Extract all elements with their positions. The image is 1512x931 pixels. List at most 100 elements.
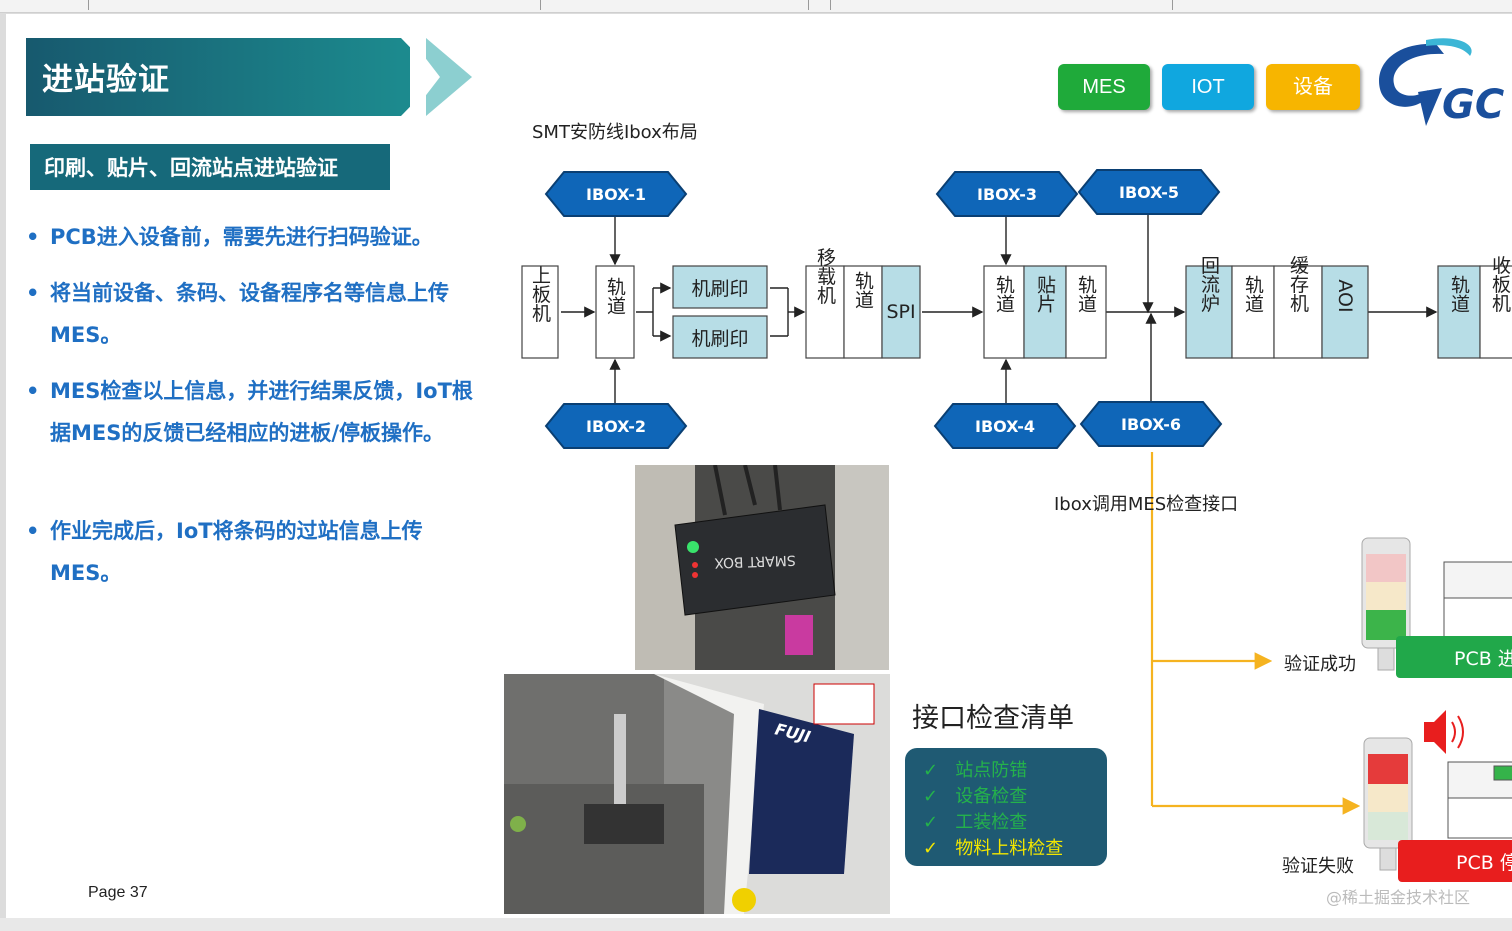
window-bottom-bar bbox=[0, 918, 1512, 931]
conveyor-fail bbox=[1447, 761, 1512, 839]
reflow-box bbox=[1185, 265, 1233, 359]
bullet-dot: • bbox=[26, 379, 40, 403]
track-box-6 bbox=[1437, 265, 1481, 359]
spi-label: SPI bbox=[886, 301, 915, 323]
buffer-label: 缓存机 bbox=[1287, 255, 1309, 312]
ibox-2-label: IBOX-2 bbox=[586, 417, 646, 436]
signal-tower-fail bbox=[1363, 737, 1413, 871]
ibox-2-hexagon bbox=[544, 403, 688, 449]
badge-mes-label: MES bbox=[1082, 76, 1126, 98]
checklist-item-3: ✓ 工装检查 bbox=[923, 808, 1027, 834]
placement-label: 贴片 bbox=[1034, 275, 1056, 313]
spi-box bbox=[881, 265, 921, 359]
diagram-caption: SMT安防线Ibox布局 bbox=[532, 122, 698, 143]
ibox-1-hexagon bbox=[544, 171, 688, 217]
track-box-1 bbox=[595, 265, 635, 359]
conveyor-success bbox=[1443, 561, 1512, 639]
bullet-dot: • bbox=[26, 519, 40, 543]
aoi-label: AOI bbox=[1334, 279, 1356, 312]
bullet-text: 将当前设备、条码、设备程序名等信息上传MES。 bbox=[50, 281, 449, 347]
ibox-5-hexagon bbox=[1077, 169, 1221, 215]
check-icon: ✓ bbox=[923, 838, 939, 859]
loader-label: 上板机 bbox=[529, 265, 551, 322]
checklist-item-label: 物料上料检查 bbox=[955, 838, 1064, 859]
track-label-2: 轨道 bbox=[852, 271, 874, 309]
checklist-item-1: ✓ 站点防错 bbox=[923, 756, 1027, 782]
line-layout-diagram: 上板机 轨道 机刷印 机刷印 移载机 轨道 SPI 轨道 贴片 轨道 回流炉 轨… bbox=[521, 169, 1512, 882]
title-chevron-gap bbox=[410, 38, 440, 116]
checklist-item-2: ✓ 设备检查 bbox=[923, 782, 1027, 808]
check-icon: ✓ bbox=[923, 760, 939, 781]
unloader-box bbox=[1479, 265, 1512, 359]
checklist-item-label: 工装检查 bbox=[955, 812, 1028, 833]
smartbox-label: SMART BOX bbox=[714, 552, 796, 571]
bullet-text: PCB进入设备前，需要先进行扫码验证。 bbox=[50, 225, 433, 249]
page-number: Page 37 bbox=[88, 884, 148, 901]
bullet-text: MES检查以上信息，并进行结果反馈，IoT根据MES的反馈已经相应的进板/停板操… bbox=[50, 379, 473, 445]
fail-label: 验证失败 bbox=[1282, 856, 1354, 877]
track-label-4: 轨道 bbox=[1075, 275, 1097, 313]
buffer-box bbox=[1273, 265, 1323, 359]
checklist-panel: ✓ 站点防错 ✓ 设备检查 ✓ 工装检查 ✓ 物料上料检查 bbox=[905, 748, 1107, 866]
transfer-label: 移载机 bbox=[814, 247, 836, 304]
printer-box-2 bbox=[672, 315, 768, 359]
ibox-3-hexagon bbox=[935, 171, 1079, 217]
check-icon: ✓ bbox=[923, 812, 939, 833]
track-box-3 bbox=[983, 265, 1025, 359]
badge-device: 设备 bbox=[1266, 64, 1360, 110]
watermark-text: @稀土掘金技术社区 bbox=[1326, 888, 1471, 907]
bullet-dot: • bbox=[26, 281, 40, 305]
interface-caption: Ibox调用MES检查接口 bbox=[1054, 494, 1239, 515]
ibox-4-label: IBOX-4 bbox=[975, 417, 1035, 436]
ibox-1-label: IBOX-1 bbox=[586, 185, 646, 204]
badge-iot: IOT bbox=[1162, 64, 1254, 110]
loader-box bbox=[521, 265, 559, 359]
badge-device-label: 设备 bbox=[1293, 76, 1333, 98]
aoi-box bbox=[1321, 265, 1369, 359]
checklist-item-label: 设备检查 bbox=[955, 786, 1028, 807]
unloader-label: 收板机 bbox=[1489, 255, 1511, 312]
badge-iot-label: IOT bbox=[1191, 76, 1225, 98]
bullet-dot: • bbox=[26, 225, 40, 249]
speaker-icon bbox=[1424, 710, 1464, 754]
subtitle: 印刷、贴片、回流站点进站验证 bbox=[44, 156, 338, 180]
checklist-title: 接口检查清单 bbox=[912, 703, 1074, 734]
printer-label-2: 机刷印 bbox=[691, 328, 748, 350]
printer-box-1 bbox=[672, 265, 768, 309]
smartbox-photo: SMART BOX bbox=[635, 465, 889, 670]
track-box-5 bbox=[1231, 265, 1275, 359]
track-label-6: 轨道 bbox=[1448, 275, 1470, 313]
track-label-3: 轨道 bbox=[993, 275, 1015, 313]
check-icon: ✓ bbox=[923, 786, 939, 807]
ibox-6-label: IBOX-6 bbox=[1121, 415, 1181, 434]
ibox-6-hexagon bbox=[1079, 401, 1223, 447]
logo-text: GC bbox=[1442, 82, 1504, 128]
ibox-3-label: IBOX-3 bbox=[977, 185, 1037, 204]
pcb-go-label: PCB 进 bbox=[1454, 648, 1512, 670]
company-logo-icon: GC bbox=[1379, 38, 1504, 128]
signal-tower-success bbox=[1361, 537, 1411, 671]
subtitle-band bbox=[30, 144, 390, 190]
checklist-item-label: 站点防错 bbox=[955, 760, 1028, 781]
pcb-stop-box bbox=[1398, 840, 1512, 882]
printer-label-1: 机刷印 bbox=[691, 278, 748, 300]
title-band bbox=[26, 38, 401, 116]
window-top-bar bbox=[0, 0, 1512, 13]
ibox-4-hexagon bbox=[933, 403, 1077, 449]
fuji-machine-photo: FUJI bbox=[504, 674, 890, 914]
page-title: 进站验证 bbox=[42, 62, 170, 98]
pcb-go-box bbox=[1396, 636, 1512, 678]
placement-box bbox=[1023, 265, 1067, 359]
track-label-1: 轨道 bbox=[604, 277, 626, 315]
success-label: 验证成功 bbox=[1284, 654, 1356, 675]
badge-mes: MES bbox=[1058, 64, 1150, 110]
track-box-2 bbox=[843, 265, 883, 359]
track-box-4 bbox=[1065, 265, 1107, 359]
pcb-stop-label: PCB 停 bbox=[1456, 852, 1512, 874]
reflow-label: 回流炉 bbox=[1198, 256, 1220, 313]
slide: 进站验证 印刷、贴片、回流站点进站验证 • PCB进入设备前，需要先进行扫码验证… bbox=[6, 14, 1512, 918]
bullet-text: 作业完成后，IoT将条码的过站信息上传MES。 bbox=[50, 519, 423, 585]
checklist-item-4: ✓ 物料上料检查 bbox=[923, 834, 1063, 860]
track-label-5: 轨道 bbox=[1242, 275, 1264, 313]
ibox-5-label: IBOX-5 bbox=[1119, 183, 1179, 202]
